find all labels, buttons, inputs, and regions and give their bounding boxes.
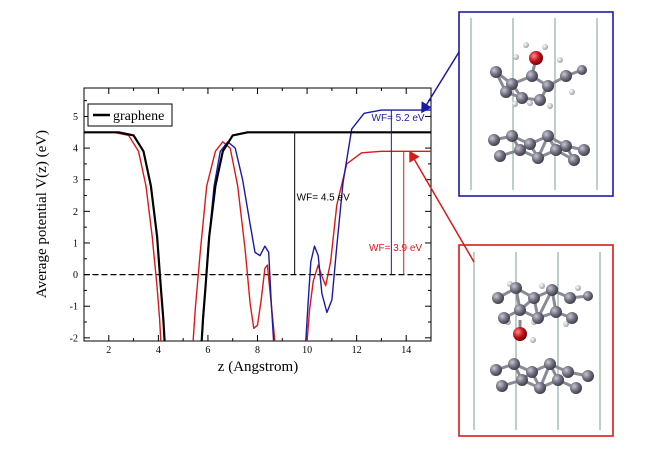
series-line-1-segment-2 (305, 109, 431, 341)
series-line-0-segment-1 (200, 131, 431, 341)
wf-label-0: WF= 4.5 eV (297, 192, 350, 203)
plot-frame (83, 87, 432, 342)
wf-label-2: WF= 3.9 eV (369, 243, 422, 254)
x-tick-label: 14 (401, 345, 411, 356)
y-tick-label: 4 (73, 144, 78, 155)
x-tick-label: 10 (302, 345, 312, 356)
carbon-atoms-top (488, 65, 590, 166)
inset-top-cell-lines (470, 18, 598, 190)
inset-top-structure (458, 11, 614, 197)
series-line-2-segment-1 (192, 141, 276, 341)
y-tick-label: 3 (73, 175, 78, 186)
x-tick-label: 2 (106, 345, 111, 356)
y-tick-label: 5 (73, 112, 78, 123)
x-tick-label: 12 (352, 345, 362, 356)
oxygen-atom (529, 51, 543, 65)
x-axis-label: z (Angstrom) (218, 359, 298, 375)
carbon-atoms-bottom (490, 282, 594, 394)
y-tick-label: 1 (73, 238, 78, 249)
y-axis-label: Average potential V(z) (eV) (34, 130, 50, 298)
legend-box (87, 103, 173, 127)
inset-bottom-structure (458, 244, 614, 437)
oxygen-atom (513, 327, 527, 341)
y-tick-label: 2 (73, 207, 78, 218)
x-tick-label: 8 (255, 345, 260, 356)
y-tick-label: -2 (70, 333, 78, 344)
y-tick-label: 0 (73, 270, 78, 281)
legend: graphene (87, 103, 173, 127)
work-function-markers: WF= 4.5 eV WF= 5.2 eV WF= 3.9 eV (294, 110, 425, 275)
x-tick-label: 4 (156, 345, 161, 356)
x-tick-label: 6 (205, 345, 210, 356)
plot-curves (84, 109, 431, 341)
wf-label-1: WF= 5.2 eV (372, 113, 425, 124)
series-line-0-segment-0 (84, 131, 166, 341)
inset-bottom-frame (458, 244, 614, 437)
hydrogen-atoms (512, 42, 575, 109)
red-inset-arrow (409, 150, 475, 263)
y-tick-label: -1 (70, 302, 78, 313)
legend-label-graphene: graphene (113, 109, 164, 124)
blue-inset-arrow (421, 51, 460, 114)
series-line-2-segment-2 (306, 150, 431, 341)
inset-bottom-cell-lines (473, 252, 601, 430)
